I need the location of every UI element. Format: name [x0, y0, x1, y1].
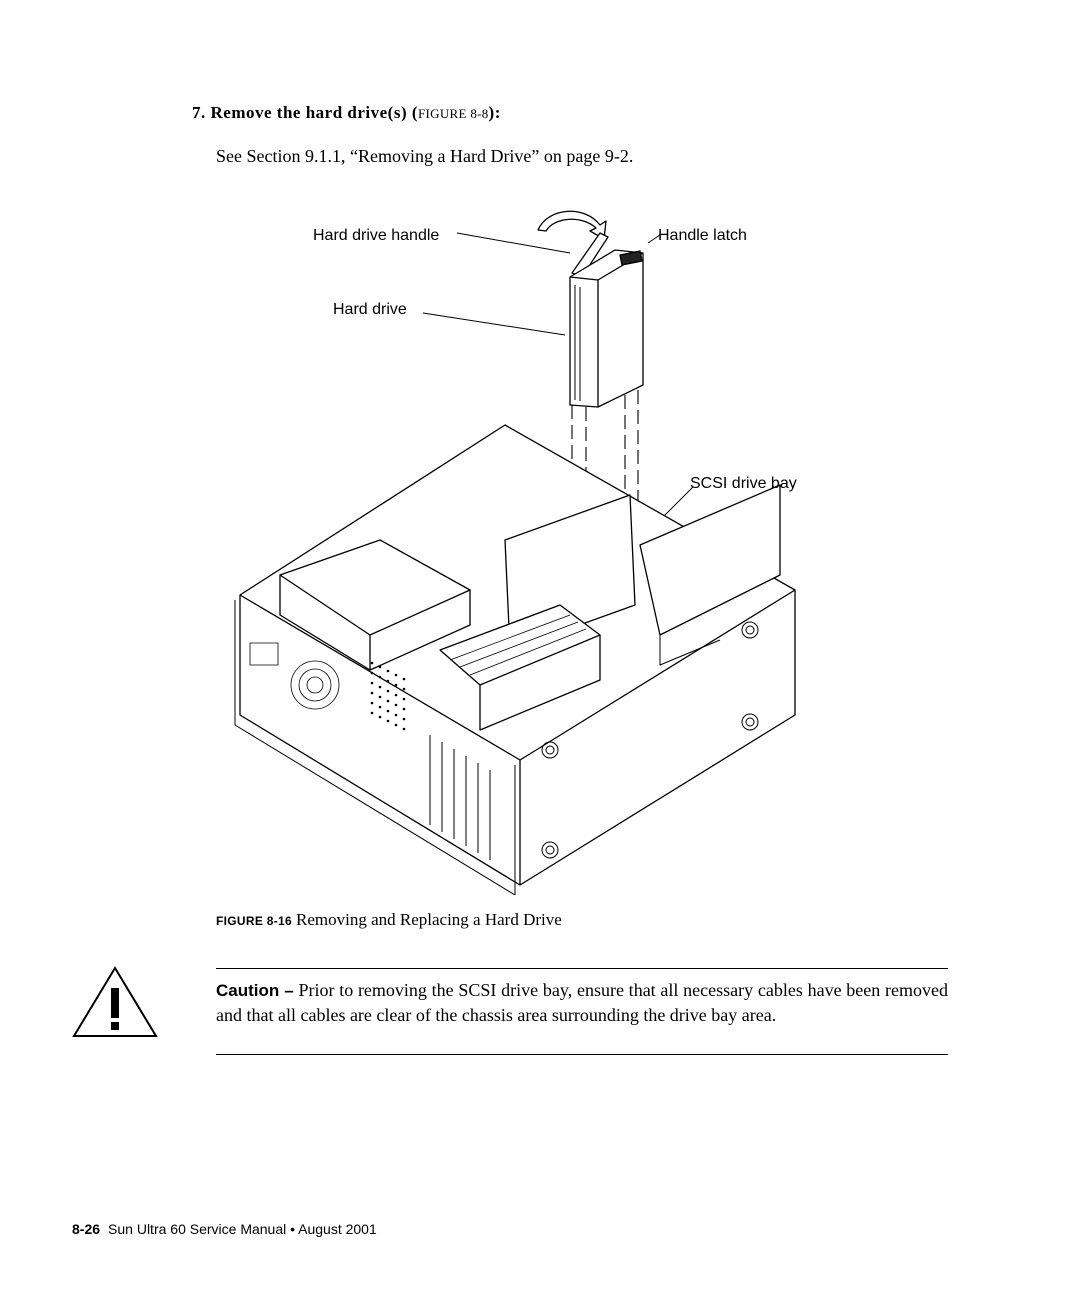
callout-hard-drive: Hard drive: [333, 301, 407, 318]
page-footer: 8-26 Sun Ultra 60 Service Manual • August…: [72, 1221, 377, 1237]
figure-caption: FIGURE 8-16 Removing and Replacing a Hard…: [216, 910, 562, 930]
caution-top-rule: [216, 968, 948, 969]
caution-body: Prior to removing the SCSI drive bay, en…: [216, 980, 948, 1025]
caution-notice: Caution – Prior to removing the SCSI dri…: [216, 978, 948, 1027]
callout-scsi-drive-bay: SCSI drive bay: [690, 475, 797, 492]
chassis-drawing: [234, 210, 796, 895]
footer-text: Sun Ultra 60 Service Manual • August 200…: [108, 1221, 377, 1237]
figure-caption-title: Removing and Replacing a Hard Drive: [296, 910, 562, 929]
step-text: Remove the hard drive(s) (: [210, 103, 419, 122]
figure-reference-link[interactable]: FIGURE 8-8: [418, 106, 489, 121]
see-section-text: See Section 9.1.1, “Removing a Hard Driv…: [216, 146, 634, 166]
callout-handle-latch: Handle latch: [658, 227, 747, 244]
step-number: 7.: [192, 103, 206, 122]
callout-hard-drive-handle: Hard drive handle: [313, 227, 440, 244]
step-heading: 7. Remove the hard drive(s) (FIGURE 8-8)…: [192, 103, 501, 123]
page-number: 8-26: [72, 1221, 101, 1237]
rotate-arrow-icon: [537, 210, 607, 240]
caution-label: Caution –: [216, 981, 294, 1000]
warning-triangle-icon: [72, 966, 158, 1037]
step-suffix: ):: [488, 103, 501, 122]
hard-drive-illustration: Hard drive handle Handle latch Hard driv…: [220, 195, 840, 895]
caution-bottom-rule: [216, 1054, 948, 1055]
figure-caption-label: FIGURE 8-16: [216, 914, 292, 928]
